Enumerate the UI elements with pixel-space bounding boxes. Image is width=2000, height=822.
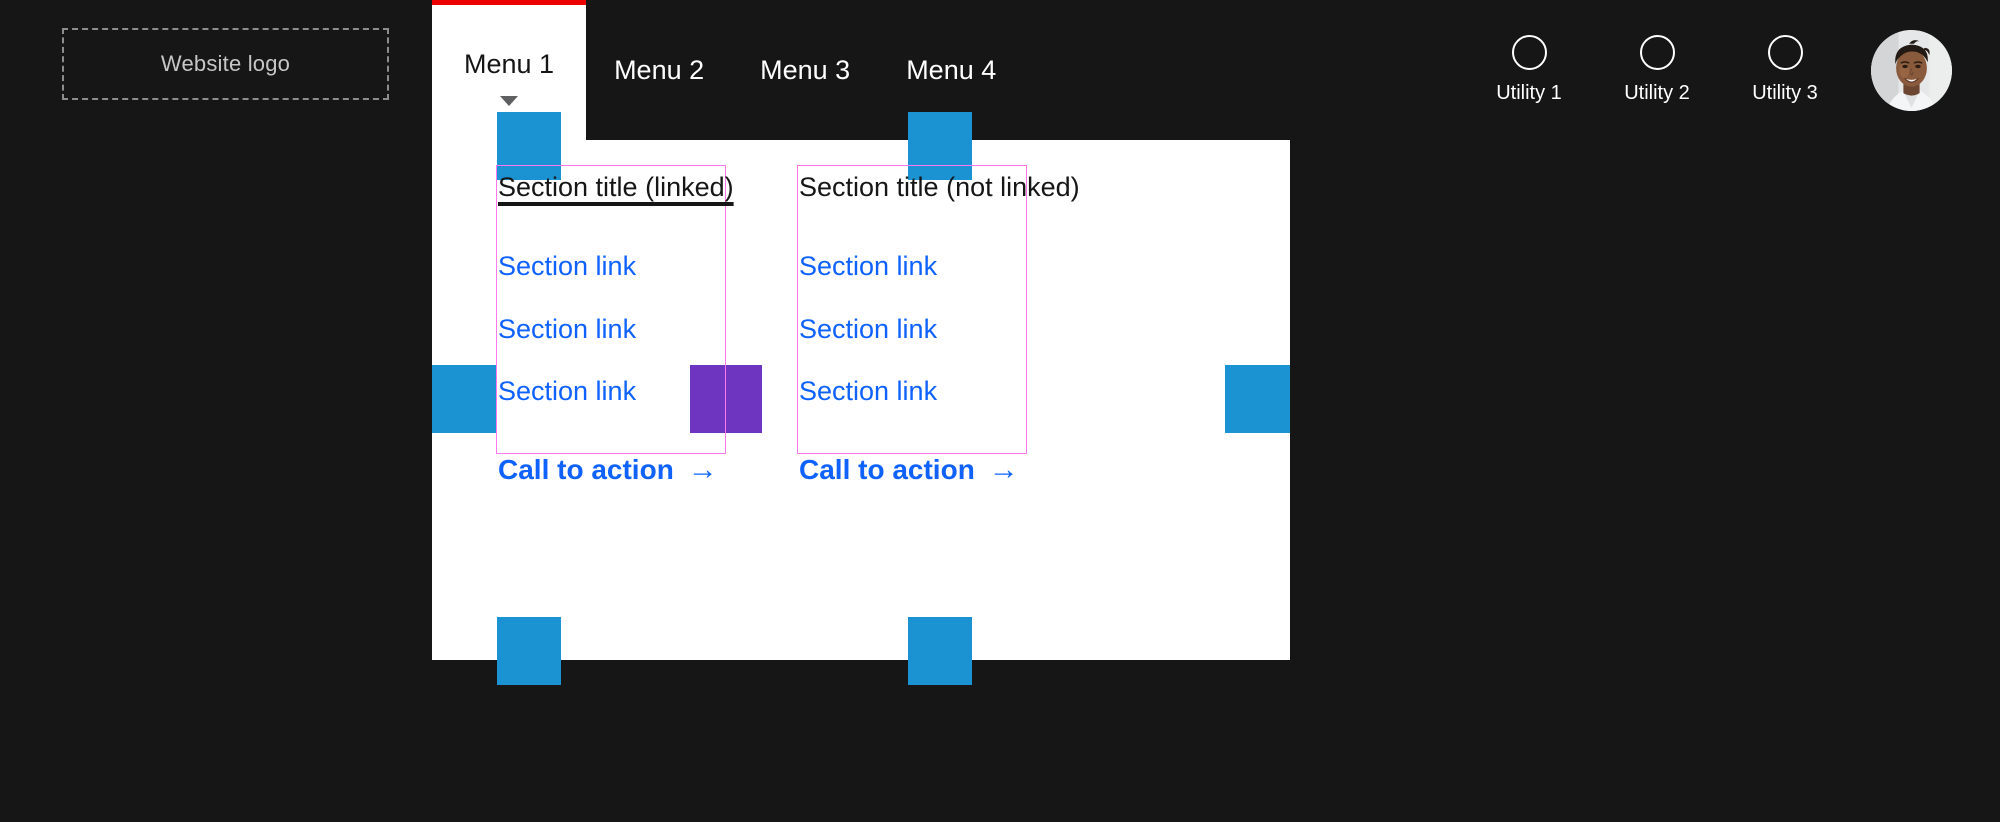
utility-item-3[interactable]: Utility 3 [1721,35,1849,105]
section-link[interactable]: Section link [799,376,938,406]
circle-icon [1639,35,1675,70]
dropdown-column-2: Section title (not linked) Section link … [797,165,1080,485]
utility-item-label: Utility 3 [1752,82,1818,104]
section-link[interactable]: Section link [498,376,637,406]
active-menu-accent-bar [432,0,587,5]
utility-menu: Utility 1 Utility 2 Utility 3 [1465,0,2000,140]
utility-item-2[interactable]: Utility 2 [1593,35,1721,105]
dropdown-column-1: Section title (linked) Section link Sect… [496,165,734,485]
website-logo-placeholder[interactable]: Website logo [62,28,389,100]
arrow-right-icon: → [687,453,718,486]
dropdown-columns: Section title (linked) Section link Sect… [432,140,1290,660]
spacing-marker [908,617,972,685]
spacing-marker [432,365,497,433]
section-link[interactable]: Section link [498,251,637,281]
spacing-marker [1225,365,1290,433]
top-navigation-bar: Website logo Menu 1 Menu 2 Menu 3 Menu 4… [0,0,2000,140]
call-to-action-link[interactable]: Call to action → [799,455,1019,485]
menu-item-label: Menu 2 [614,54,705,85]
menu-item-label: Menu 4 [906,54,997,85]
circle-icon [1767,35,1803,70]
section-title-link[interactable]: Section title (linked) [498,172,734,202]
avatar-photo [1871,29,1952,111]
call-to-action-link[interactable]: Call to action → [498,455,718,485]
gutter-spacing-marker [690,365,762,433]
call-to-action-label: Call to action [799,454,975,485]
menu-item-label: Menu 1 [464,48,555,79]
circle-icon [1511,35,1547,70]
section-title-static: Section title (not linked) [799,172,1080,202]
section-link[interactable]: Section link [799,251,938,281]
website-logo-label: Website logo [160,51,291,76]
spacing-marker [908,112,972,180]
call-to-action-label: Call to action [498,454,674,485]
spacing-marker [497,112,561,180]
utility-item-label: Utility 2 [1624,82,1690,104]
chevron-down-icon [500,96,519,106]
section-link[interactable]: Section link [799,314,938,344]
section-link[interactable]: Section link [498,314,637,344]
spacing-marker [497,617,561,685]
utility-item-1[interactable]: Utility 1 [1465,35,1593,105]
menu-item-menu-2[interactable]: Menu 2 [586,0,732,140]
utility-item-label: Utility 1 [1496,82,1562,104]
menu-item-menu-4[interactable]: Menu 4 [878,0,1024,140]
dropdown-panel: Section title (linked) Section link Sect… [432,112,1290,685]
menu-item-menu-3[interactable]: Menu 3 [732,0,878,140]
main-menu: Menu 1 Menu 2 Menu 3 Menu 4 [432,0,1024,140]
avatar[interactable] [1871,29,1952,111]
arrow-right-icon: → [988,453,1019,486]
menu-item-label: Menu 3 [760,54,851,85]
